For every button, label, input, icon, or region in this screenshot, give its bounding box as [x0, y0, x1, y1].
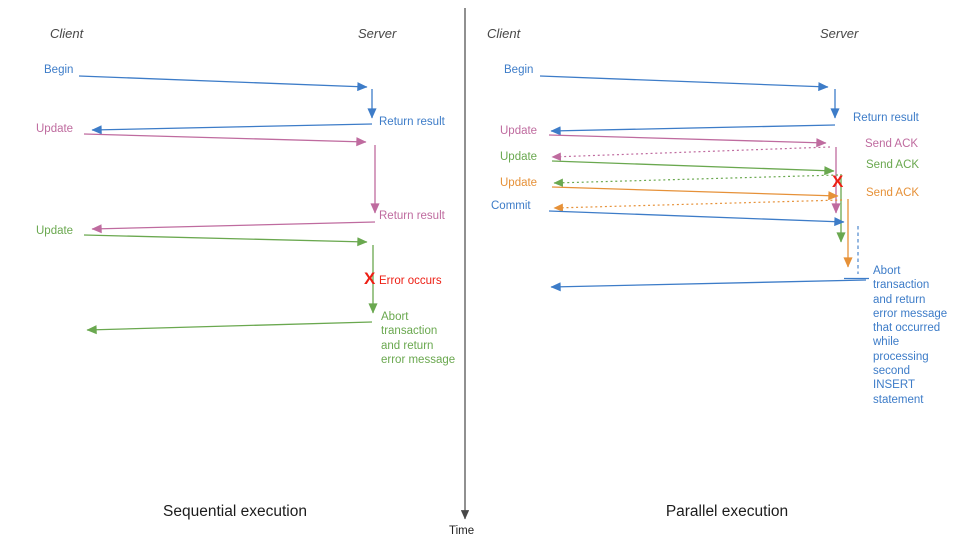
- left-update-request-arrow-2: [83, 234, 368, 247]
- right-return-result-arrow: [550, 124, 836, 136]
- left-return-result-arrow-2: [91, 221, 376, 234]
- right-client-header: Client: [487, 26, 521, 41]
- right-send-ack-label-3: Send ACK: [866, 187, 920, 199]
- right-error-x-icon: X: [832, 172, 844, 191]
- left-abort-message: Abort transaction and return error messa…: [381, 311, 456, 366]
- left-return-result-label-1: Return result: [379, 116, 445, 128]
- right-update-label-2: Update: [500, 151, 538, 163]
- left-server-header: Server: [358, 26, 397, 41]
- right-server-header: Server: [820, 26, 859, 41]
- right-send-ack-arrow-3: [553, 199, 843, 212]
- left-error-label: Error occurs: [379, 275, 442, 287]
- right-update-request-arrow-2: [551, 160, 835, 176]
- time-axis-label: Time: [449, 525, 475, 537]
- right-update-label-1: Update: [500, 125, 538, 137]
- left-begin-request-arrow: [78, 75, 368, 92]
- right-commit-label: Commit: [491, 200, 531, 212]
- left-error-x-icon: X: [364, 269, 376, 288]
- left-client-header: Client: [50, 26, 84, 41]
- right-diagram-title: Parallel execution: [665, 503, 789, 520]
- right-abort-message: Abort transaction and return error messa…: [873, 265, 948, 406]
- left-update-request-arrow-1: [83, 133, 367, 147]
- right-begin-label: Begin: [504, 64, 534, 76]
- right-send-ack-label-1: Send ACK: [865, 138, 919, 150]
- right-commit-request-arrow: [548, 210, 845, 227]
- right-send-ack-arrow-2: [553, 174, 839, 187]
- right-begin-request-arrow: [539, 75, 829, 92]
- right-abort-return-arrow: [550, 279, 867, 292]
- right-update-label-3: Update: [500, 177, 538, 189]
- left-return-result-label-2: Return result: [379, 210, 445, 222]
- left-update-label-1: Update: [36, 123, 74, 135]
- left-update-label-2: Update: [36, 225, 74, 237]
- right-update-request-arrow-1: [548, 134, 827, 148]
- left-begin-label: Begin: [44, 64, 74, 76]
- right-return-result-label: Return result: [853, 112, 919, 124]
- left-diagram-title: Sequential execution: [163, 503, 307, 520]
- left-abort-return-arrow: [86, 321, 373, 335]
- left-return-result-arrow-1: [91, 123, 373, 135]
- right-send-ack-label-2: Send ACK: [866, 159, 920, 171]
- right-send-ack-arrow-1: [551, 146, 831, 161]
- right-update-request-arrow-3: [551, 186, 839, 201]
